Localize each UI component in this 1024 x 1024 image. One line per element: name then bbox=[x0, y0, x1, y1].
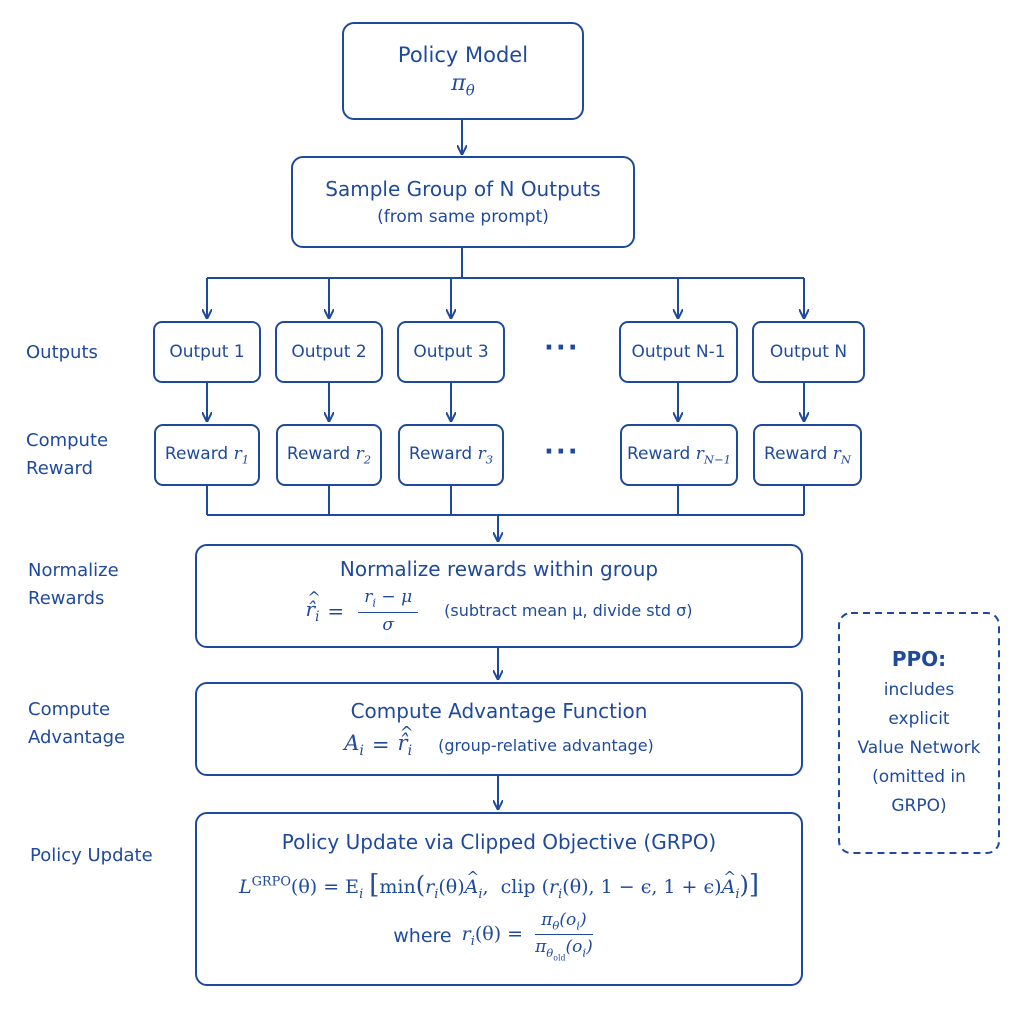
reward-box-2: Reward r2 bbox=[276, 424, 382, 486]
policy-update-node: Policy Update via Clipped Objective (GRP… bbox=[195, 812, 803, 986]
sample-group-node: Sample Group of N Outputs (from same pro… bbox=[291, 156, 635, 248]
normalize-note: (subtract mean μ, divide std σ) bbox=[444, 601, 693, 621]
policy-update-title: Policy Update via Clipped Objective (GRP… bbox=[281, 830, 717, 854]
ppo-note-border bbox=[838, 612, 1000, 854]
policy-model-title: Policy Model bbox=[397, 42, 529, 67]
output-box-2: Output 2 bbox=[275, 321, 383, 383]
rewards-ellipsis: ··· bbox=[544, 437, 580, 467]
ppo-note: PPO: includes explicit Value Network (om… bbox=[857, 647, 981, 816]
ppo-note-title: PPO: bbox=[891, 647, 947, 671]
row-label-outputs: Outputs bbox=[26, 342, 98, 363]
policy-symbol: πθ bbox=[451, 70, 475, 100]
output-box-n: Output N bbox=[752, 321, 865, 383]
advantage-note: (group-relative advantage) bbox=[438, 735, 654, 755]
advantage-formula: Ai = r̂i (group-relative advantage) bbox=[344, 731, 654, 759]
normalize-node: Normalize rewards within group r̂i = ri … bbox=[195, 544, 803, 648]
reward-box-n-1: Reward rN−1 bbox=[620, 424, 738, 486]
row-label-policy-update: Policy Update bbox=[30, 845, 153, 866]
normalize-title: Normalize rewards within group bbox=[339, 557, 659, 582]
reward-box-3: Reward r3 bbox=[398, 424, 504, 486]
output-box-n-1: Output N-1 bbox=[619, 321, 738, 383]
reward-box-n: Reward rN bbox=[753, 424, 862, 486]
grpo-objective: LGRPO(θ) = Ei [min(ri(θ)Ai, clip (ri(θ),… bbox=[239, 870, 759, 902]
ratio-definition: where ri(θ) = πθ(oi) πθold(oi) bbox=[393, 909, 593, 962]
policy-model-node: Policy Model πθ bbox=[342, 22, 584, 120]
reward-box-1: Reward r1 bbox=[154, 424, 260, 486]
sample-group-title: Sample Group of N Outputs bbox=[325, 177, 601, 201]
outputs-ellipsis: ··· bbox=[544, 333, 580, 363]
advantage-node: Compute Advantage Function Ai = r̂i (gro… bbox=[195, 682, 803, 776]
normalize-formula: r̂i = ri − μ σ (subtract mean μ, divide … bbox=[306, 587, 693, 634]
advantage-title: Compute Advantage Function bbox=[350, 698, 648, 723]
output-box-3: Output 3 bbox=[397, 321, 505, 383]
sample-group-subtitle: (from same prompt) bbox=[377, 207, 549, 227]
output-box-1: Output 1 bbox=[153, 321, 261, 383]
